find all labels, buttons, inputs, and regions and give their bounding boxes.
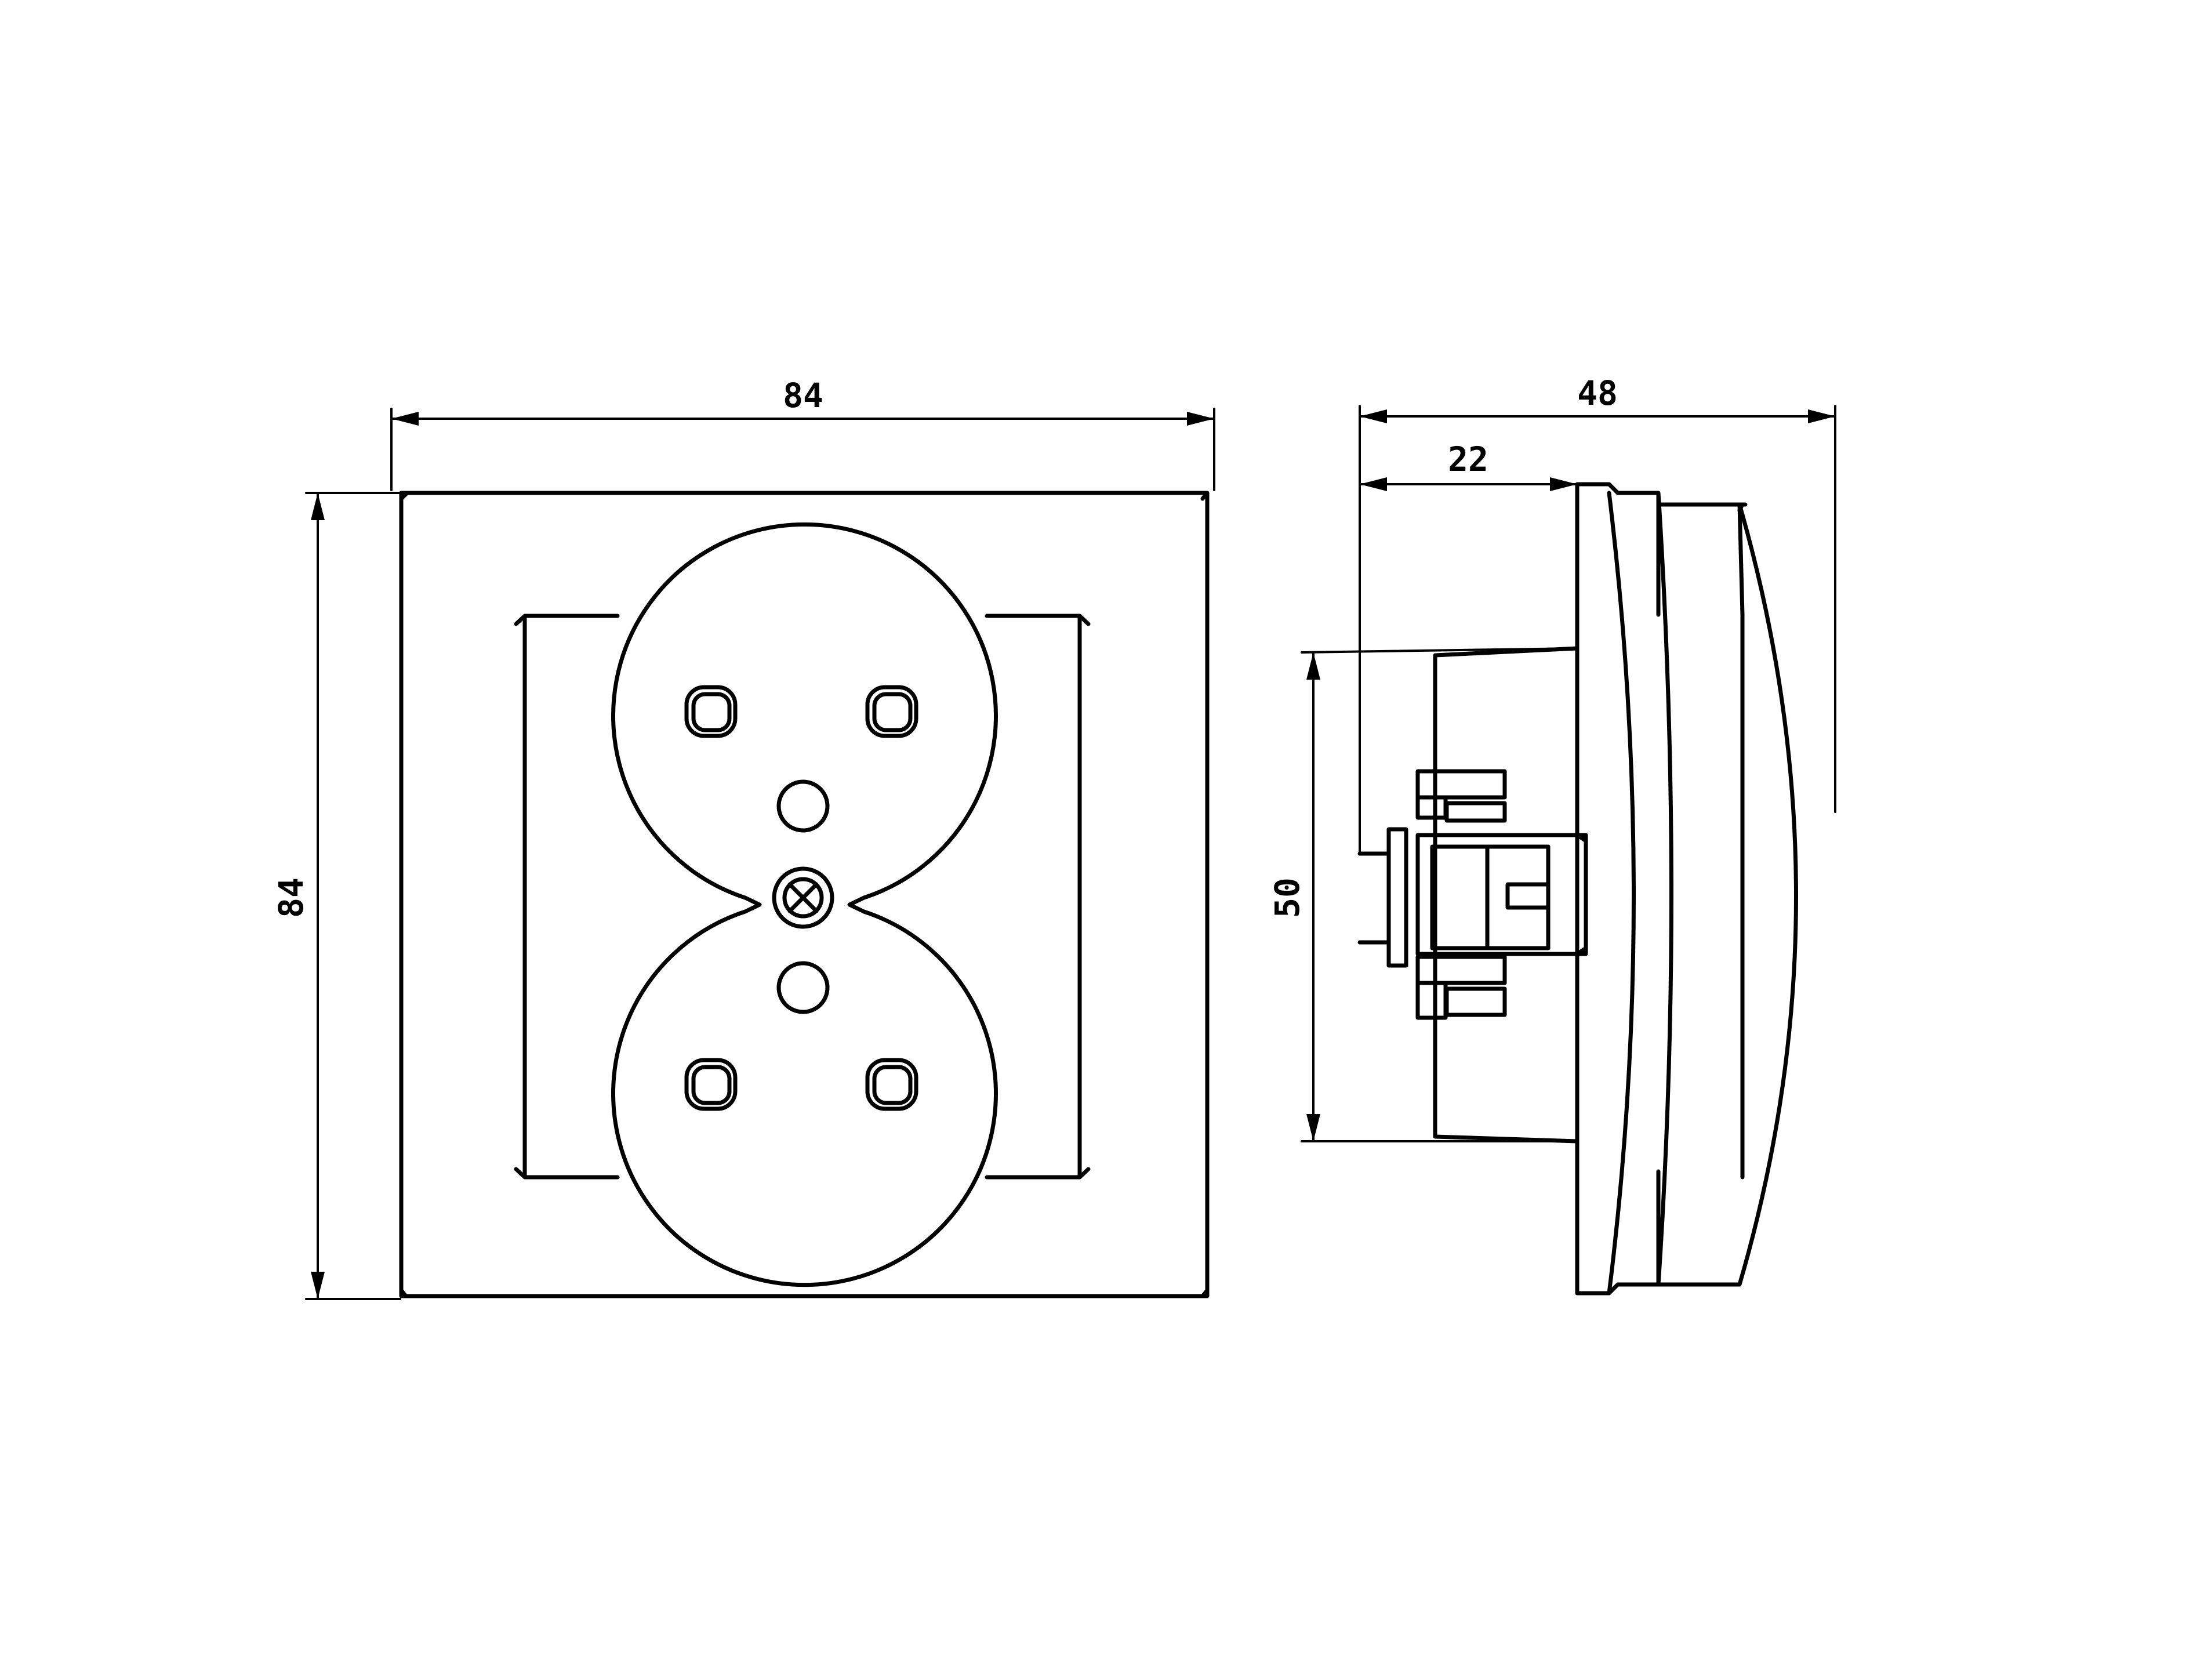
upper-right-pin-hole (865, 685, 918, 738)
front-width-label: 84 (783, 376, 823, 415)
right-bracket (985, 614, 1091, 1180)
center-screw (772, 866, 834, 929)
cover-profile (1656, 502, 1798, 1287)
mechanism-body (1433, 646, 1580, 1144)
lower-right-pin-hole (865, 1058, 918, 1111)
frame-profile (1607, 491, 1673, 1296)
front-height-dimension: 84 (271, 492, 401, 1300)
side-view: 48 22 50 (1268, 373, 1836, 1296)
left-bracket (514, 614, 620, 1180)
side-mount-height-label: 50 (1268, 877, 1307, 918)
terminal-block (1357, 769, 1588, 1020)
front-view: 84 84 (271, 376, 1215, 1300)
side-mount-height-dimension: 50 (1268, 647, 1578, 1142)
front-frame (399, 491, 1210, 1298)
mounting-plate (1575, 482, 1620, 1296)
front-height-label: 84 (271, 877, 311, 918)
side-depth-label: 48 (1577, 373, 1618, 413)
upper-left-pin-hole (684, 685, 738, 738)
side-mount-depth-dimension: 22 (1359, 440, 1578, 491)
side-mount-depth-label: 22 (1448, 440, 1488, 479)
socket-outline (611, 522, 998, 1287)
upper-earth-pin (776, 779, 830, 833)
lower-left-pin-hole (684, 1058, 738, 1111)
lower-earth-pin (776, 961, 830, 1014)
front-width-dimension: 84 (390, 376, 1215, 491)
side-depth-dimension: 48 (1359, 373, 1836, 855)
